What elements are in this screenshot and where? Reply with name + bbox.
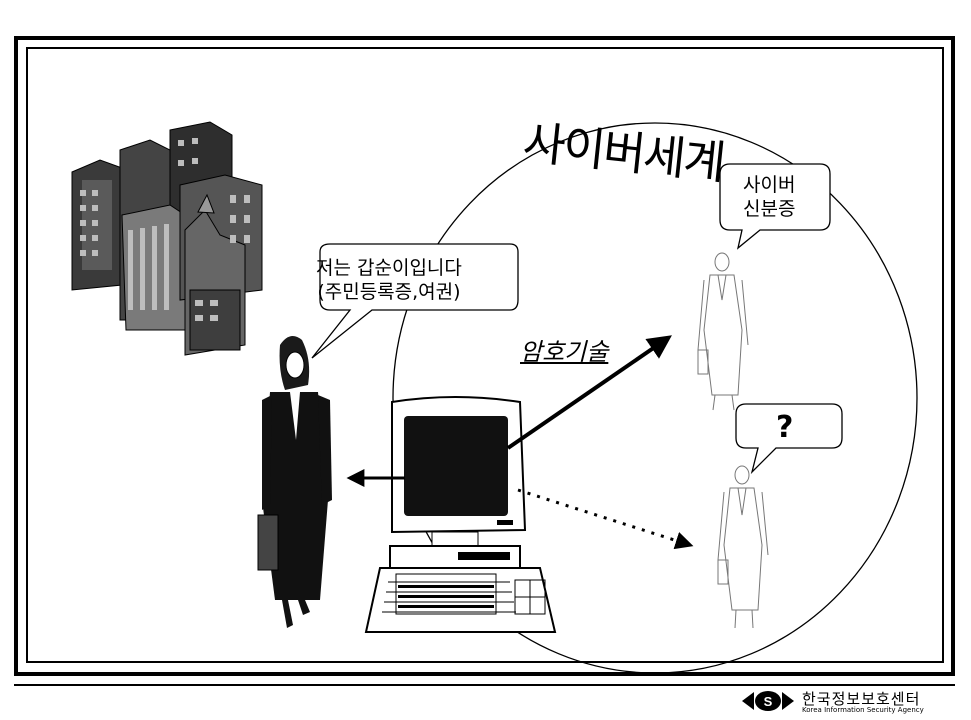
org-logo: S 한국정보보호센터 Korea Information Security Ag… <box>740 688 960 716</box>
org-name-english: Korea Information Security Agency <box>802 706 924 714</box>
svg-text:S: S <box>764 694 773 709</box>
cyber-world-circle <box>392 122 918 674</box>
cyber-id-bubble-text: 사이버 신분증 <box>743 173 795 221</box>
cyber-person-figure-bottom <box>717 465 769 629</box>
arrow-dotted-unknown <box>517 488 694 550</box>
encryption-arrow-label: 암호기술 <box>520 338 609 366</box>
unknown-identity-mark: ? <box>776 410 794 445</box>
real-id-bubble-text: 저는 갑순이입니다 (주민등록증,여권) <box>316 256 462 304</box>
businesswoman-figure <box>257 336 332 628</box>
speech-bubble-real-id <box>311 243 519 359</box>
org-name: 한국정보보호센터 <box>802 690 921 708</box>
real-id-line-1: 저는 갑순이입니다 <box>316 257 462 279</box>
computer-icon <box>389 396 527 569</box>
speech-bubble-unknown <box>735 403 843 475</box>
cyber-person-figure-top <box>697 252 749 411</box>
ksa-logo-mark: S <box>742 691 794 711</box>
speech-bubble-cyber-id <box>719 163 831 250</box>
buildings-illustration <box>71 121 263 356</box>
cyber-id-line-1: 사이버 <box>743 174 796 196</box>
real-id-line-2: (주민등록증,여권) <box>317 281 461 303</box>
cyber-id-line-2: 신분증 <box>743 198 796 220</box>
slide-outer-frame <box>14 36 955 676</box>
keyboard-icon <box>364 567 557 633</box>
slide-inner-frame <box>26 47 944 663</box>
arrow-encryption <box>506 335 672 450</box>
footer-divider <box>14 684 955 686</box>
